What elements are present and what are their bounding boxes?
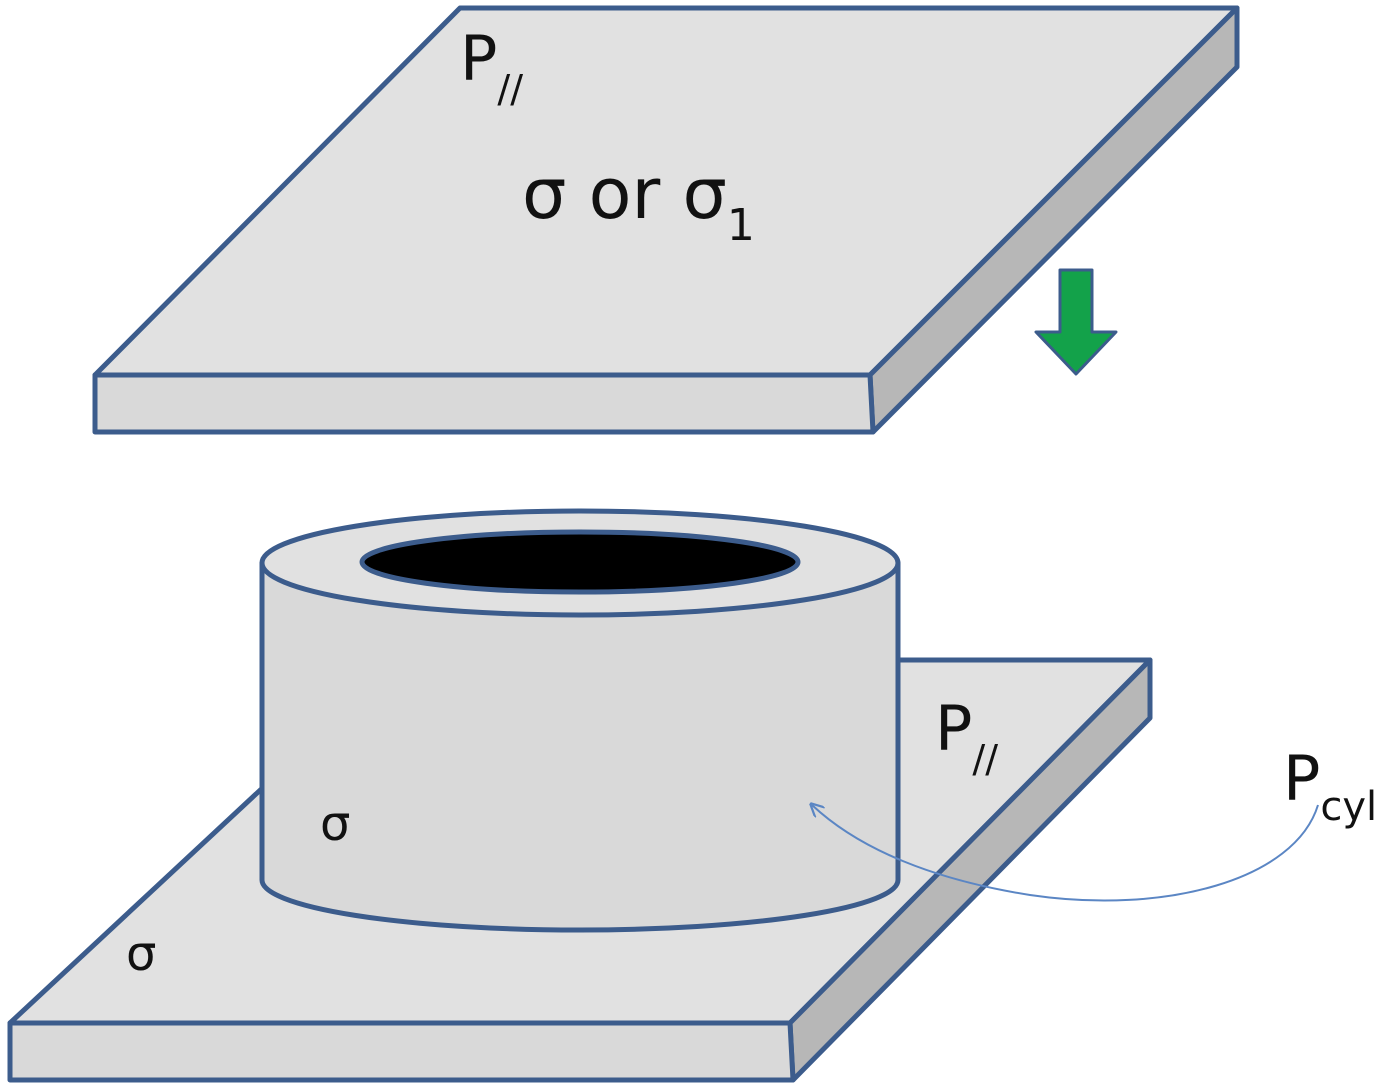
cylinder-body xyxy=(259,560,901,933)
cylinder-bore xyxy=(359,529,801,595)
bottom-plate-pressure-label: P// xyxy=(935,692,998,781)
curved-arrow-icon xyxy=(812,805,1319,902)
top-plate-front-face xyxy=(92,372,876,435)
top-plate: P// σ or σ1 xyxy=(92,5,1240,435)
cylinder-stress-label: σ xyxy=(320,796,350,852)
bottom-plate-stress-label: σ xyxy=(126,926,156,982)
top-plate-stress-label: σ or σ1 xyxy=(522,153,755,251)
hollow-cylinder: σ xyxy=(259,508,901,933)
arrow-down-icon xyxy=(1034,268,1118,376)
cylinder-pressure-label: Pcyl xyxy=(1283,742,1377,830)
top-plate-pressure-label: P// xyxy=(460,22,523,111)
bottom-plate-front-face xyxy=(7,1020,796,1083)
